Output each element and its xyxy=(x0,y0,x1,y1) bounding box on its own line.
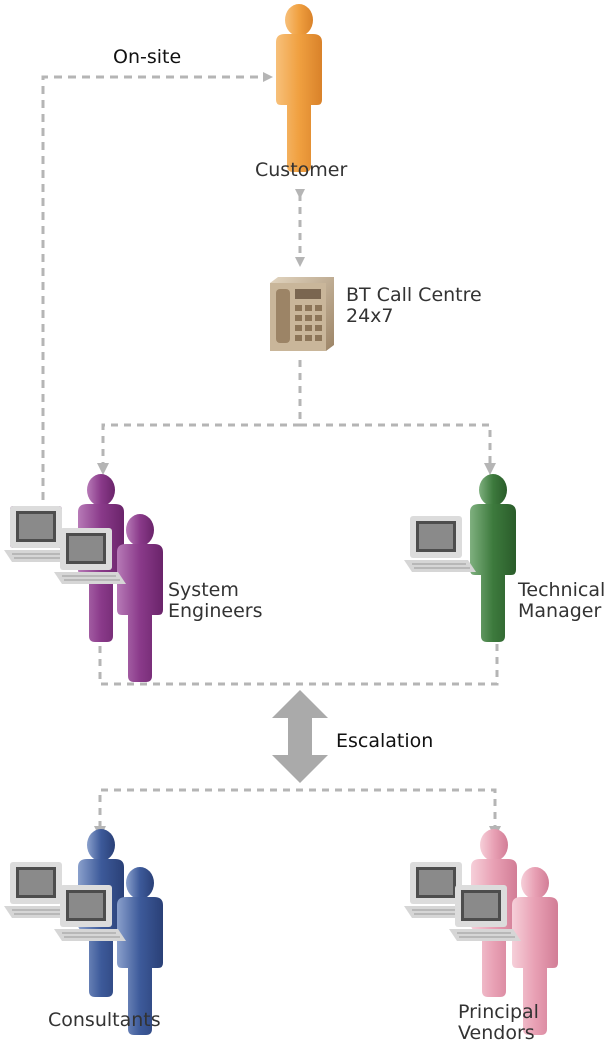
onsite-connector xyxy=(41,72,273,500)
phone-icon xyxy=(270,277,334,351)
technical-manager-label: Technical Manager xyxy=(518,579,606,622)
system-engineers-group-icon xyxy=(3,474,163,682)
person-icon xyxy=(470,474,516,642)
upper-group-bracket xyxy=(98,620,499,686)
workstation-icon xyxy=(3,505,77,563)
workstation-icon xyxy=(403,515,477,573)
onsite-label: On-site xyxy=(113,46,182,68)
escalation-label: Escalation xyxy=(336,730,434,752)
customer-person-icon xyxy=(276,4,322,172)
callcentre-branch-connector xyxy=(101,360,492,463)
lower-group-connector xyxy=(98,788,497,828)
call-centre-label: BT Call Centre 24x7 xyxy=(346,284,482,327)
consultants-label: Consultants xyxy=(48,1009,161,1031)
customer-label: Customer xyxy=(255,159,348,181)
technical-manager-group-icon xyxy=(403,474,516,642)
system-engineers-label: System Engineers xyxy=(168,579,263,622)
escalation-arrow xyxy=(272,690,328,783)
principal-vendors-label: Principal Vendors xyxy=(458,1001,539,1044)
consultants-group-icon xyxy=(3,829,163,1035)
